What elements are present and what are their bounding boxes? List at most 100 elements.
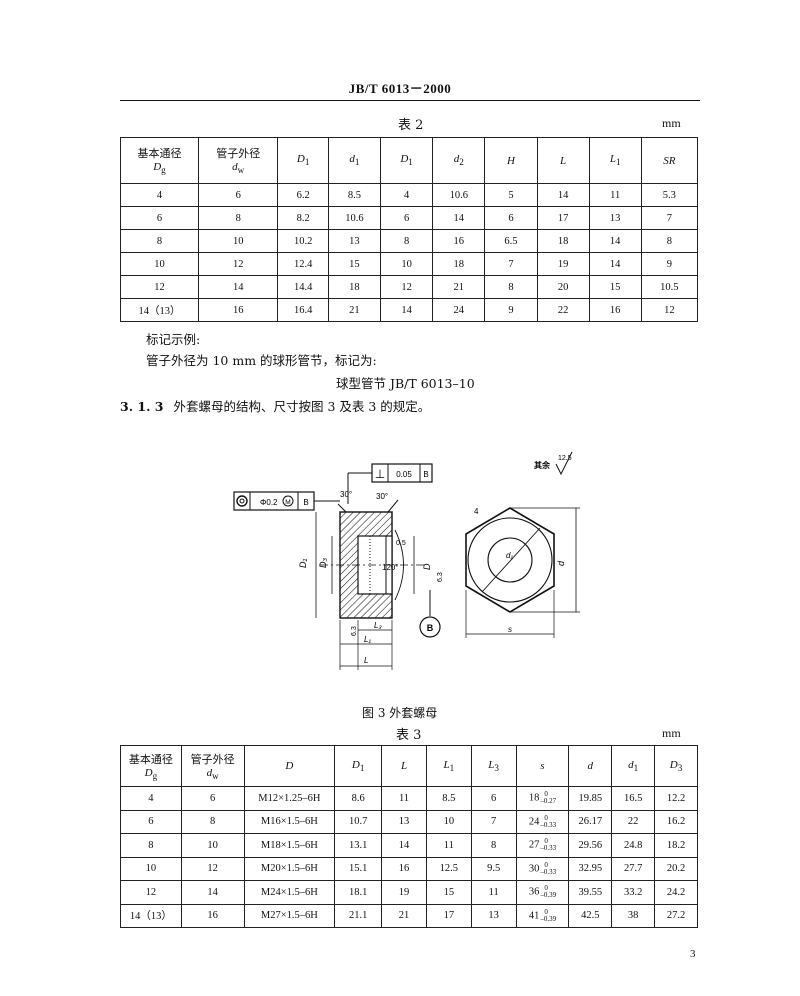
table-cell: 6.2 [277, 183, 329, 207]
angle-mid: 120° [382, 563, 399, 572]
table-cell: 6 [197, 183, 279, 207]
table-cell: 13 [588, 206, 642, 230]
table-cell: 16.5 [611, 786, 656, 811]
t3-h-c1-line1: 基本通径 [128, 753, 173, 766]
s-tolerance: 0–0.39 [540, 907, 557, 923]
label-4: 4 [474, 507, 479, 516]
table-cell: 14 [432, 206, 486, 230]
t3-h-c2-sub: w [212, 771, 219, 782]
table3-header-row: 基本通径 Dg 管子外径 dw D D1 L L1 L3 s d d1 D3 [120, 745, 698, 787]
table-cell: 21 [432, 275, 486, 299]
t2-h-c4-sub: 1 [354, 157, 360, 168]
t2-h-c9: L1 [588, 137, 642, 184]
table-cell: M20×1.5–6H [243, 856, 336, 881]
t2-h-c3-sym: D [296, 153, 305, 166]
table-cell: 24.8 [611, 833, 656, 858]
t2-h-c2: 管子外径 dw [197, 137, 279, 184]
t3-h-c4-sub: 1 [359, 763, 365, 774]
t2-h-c6-sub: 2 [459, 157, 464, 168]
tol-upper: 0 [544, 907, 548, 916]
table-cell: 21 [381, 903, 427, 928]
tol-upper: 0 [544, 860, 548, 869]
table-cell: 19 [381, 880, 427, 905]
label-D: D [422, 563, 432, 570]
table2-header-row: 基本通径 Dg 管子外径 dw D1 d1 D1 d2 H L L1 SR [120, 137, 699, 184]
table-cell: 9 [640, 252, 699, 276]
t2-h-c6: d2 [432, 137, 486, 184]
table-cell: 14 [180, 880, 245, 905]
table-cell: 10.6 [327, 206, 382, 230]
table-cell: 32.95 [568, 856, 613, 881]
table-cell: 16 [197, 298, 279, 322]
t3-h-c10: d1 [611, 745, 656, 787]
table-cell: 19.85 [568, 786, 613, 811]
t2-h-c4-sym: d [349, 153, 355, 166]
table-cell: 19 [536, 252, 590, 276]
table-cell: 42.5 [568, 903, 613, 928]
table-cell: 4 [120, 183, 199, 207]
table-cell: 33.2 [611, 880, 656, 905]
tol-upper: 0 [544, 790, 548, 799]
table-cell: 8 [640, 229, 699, 253]
table3-unit: mm [662, 726, 681, 740]
s-value: 41 [528, 910, 540, 922]
header-rule [120, 100, 700, 101]
t2-h-c5-sym: D [400, 153, 409, 166]
roughness-mark: 其余 12.5 [534, 451, 573, 476]
table-cell: 6 [380, 206, 434, 230]
table-cell: 24.2 [654, 880, 698, 905]
table-cell: 8.5 [327, 183, 382, 207]
t2-h-c9-sym: L [609, 153, 616, 166]
table3: 基本通径 Dg 管子外径 dw D D1 L L1 L3 s d d1 D3 4… [120, 745, 698, 928]
t3-h-c11: D3 [654, 745, 698, 787]
table-cell: 20.2 [654, 856, 698, 881]
table-cell: 18 [536, 229, 590, 253]
table-cell: 27.7 [611, 856, 656, 881]
chamfer-label: 0.5 [396, 540, 406, 547]
clause-number: 3. 1. 3 [120, 399, 164, 414]
table-cell: 16.2 [654, 809, 698, 834]
table-cell: 38 [611, 903, 656, 928]
table-cell: 10 [120, 252, 199, 276]
t2-h-c7: H [484, 137, 538, 184]
t3-h-c9: d [568, 745, 613, 787]
table-cell: 15 [425, 880, 472, 905]
table-cell: M12×1.25–6H [243, 786, 336, 811]
table-cell: 8.6 [334, 786, 383, 811]
nut-hex-view: d₁ d s 4 [465, 507, 580, 638]
t3-h-c2: 管子外径 dw [180, 745, 245, 787]
table-cell: 6.5 [484, 229, 538, 253]
table3-caption: 表 3 [396, 728, 422, 743]
t2-h-c8: L [536, 137, 590, 184]
table-cell: 26.17 [568, 809, 613, 834]
table-cell: 12 [120, 275, 199, 299]
t3-h-c3: D [243, 745, 336, 787]
t2-h-c1: 基本通径 Dg [120, 137, 199, 184]
table-cell: 14 [197, 275, 279, 299]
table-cell: 8 [120, 833, 182, 858]
page-number: 3 [690, 948, 696, 960]
table-cell: 12.2 [654, 786, 698, 811]
table-cell: 9 [484, 298, 538, 322]
table-cell: 5.3 [640, 183, 699, 207]
tol-lower: –0.39 [540, 891, 557, 900]
t3-h-c1: 基本通径 Dg [120, 745, 182, 787]
table-cell: 14（13） [120, 298, 199, 322]
s-value: 18 [528, 792, 540, 804]
table-cell: M16×1.5–6H [243, 809, 336, 834]
table-cell: M24×1.5–6H [243, 880, 336, 905]
table-cell: M18×1.5–6H [243, 833, 336, 858]
t2-h-c5: D1 [380, 137, 434, 184]
table-cell: 10.5 [640, 275, 699, 299]
tol-lower: –0.33 [540, 844, 557, 853]
table-cell: 12 [640, 298, 699, 322]
table-cell: 12 [180, 856, 245, 881]
table-cell: 14 [588, 252, 642, 276]
table-cell: 13 [470, 903, 517, 928]
table-cell: 18.1 [334, 880, 383, 905]
marking-label: 标记示例: [146, 332, 201, 347]
tol-lower: –0.39 [540, 914, 557, 923]
